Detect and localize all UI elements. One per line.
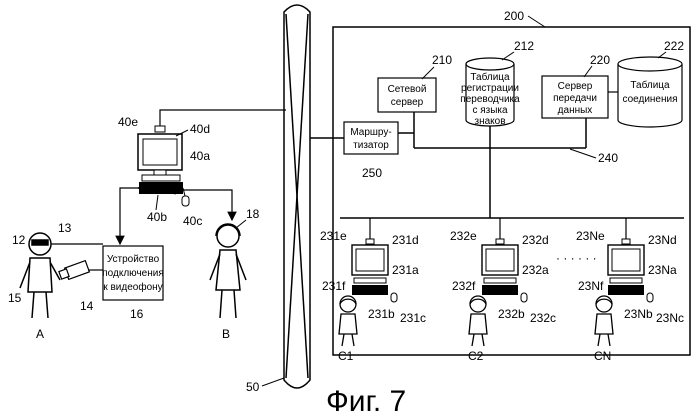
station-mouse-icon — [391, 293, 397, 302]
data-server-ref: 220 — [590, 53, 610, 67]
station-person-head — [470, 296, 486, 312]
station-person-body — [339, 314, 357, 334]
person-a-camera-ref: 14 — [80, 299, 94, 313]
person-a-body-ref: 15 — [8, 291, 22, 305]
station-mouse-icon — [647, 293, 653, 302]
camera-14-icon — [59, 261, 90, 280]
station-pc-icon — [484, 278, 516, 283]
terminal-display-ref: 40d — [190, 122, 210, 136]
conn-table-l2: соединения — [622, 94, 677, 105]
station-mouse-ref: 232c — [530, 311, 556, 325]
station-pc-ref: 232a — [522, 263, 549, 277]
station-person-label: CN — [594, 349, 611, 363]
person-a-glasses-ref: 13 — [58, 221, 72, 235]
reg-table-l5: знаков — [474, 116, 505, 127]
router-l1: Маршру- — [350, 127, 391, 138]
adapter-l2: подключения — [102, 268, 164, 279]
person-b-figure — [210, 224, 246, 318]
reg-table-l4: с языка — [472, 105, 508, 116]
figure-caption: Фиг. 7 — [326, 385, 406, 418]
station-display-ref: 23Nd — [648, 233, 677, 247]
router-ref: 250 — [362, 166, 382, 180]
station-camera-icon — [496, 239, 504, 244]
reg-table-l3: переводчика — [460, 94, 520, 105]
terminal-40 — [138, 126, 189, 206]
station-pc-icon — [610, 278, 642, 283]
system-ref: 200 — [504, 9, 524, 23]
station-display-ref: 232d — [522, 233, 549, 247]
web-server-ref: 210 — [432, 53, 452, 67]
conn-table-ref: 222 — [664, 39, 684, 53]
station-person-body — [595, 314, 613, 334]
station-mouse-ref: 231c — [400, 311, 426, 325]
terminal-pc-ref: 40a — [190, 149, 210, 163]
adapter-ref: 16 — [130, 307, 144, 321]
station-keyboard-icon — [608, 285, 644, 295]
terminal-cam-ref: 40e — [118, 115, 138, 129]
data-server-l3: данных — [558, 105, 593, 116]
station-person-head — [340, 296, 356, 312]
reg-table-l1: Таблица — [470, 71, 510, 83]
station-keyboard-ref: 232b — [498, 307, 525, 321]
station-pc-ref: 23Na — [648, 263, 677, 277]
data-server-l2: передачи — [553, 93, 597, 104]
person-a-head-ref: 12 — [12, 233, 26, 247]
station-mouse-ref: 23Nc — [656, 311, 684, 325]
station-person-leg — [608, 334, 610, 346]
station-cam-ref: 232e — [450, 229, 477, 243]
station-screen — [612, 249, 640, 271]
person-b-headset-ref: 18 — [246, 207, 260, 221]
station-person-leg — [352, 334, 354, 346]
web-server-l2: сервер — [391, 97, 424, 108]
web-server-l1: Сетевой — [388, 84, 427, 95]
station-camera-icon — [622, 239, 630, 244]
stations-ellipsis: · · · · · · — [556, 251, 597, 265]
conn-table-l1: Таблица — [630, 79, 670, 91]
station-person-head — [596, 296, 612, 312]
station-screen — [356, 249, 384, 271]
station-keyboard-icon — [482, 285, 518, 295]
data-server-l1: Сервер — [558, 81, 593, 92]
adapter-l1: Устройство — [107, 254, 160, 265]
station-person-leg — [342, 334, 344, 346]
operator-stations: 231e 231d 231a 231b 231c 231fC1 232e 232d 232a 23… — [320, 218, 684, 363]
station-headset-ref: 231f — [322, 279, 346, 293]
station-keyboard-ref: 23Nb — [624, 307, 653, 321]
network-ref: 50 — [246, 380, 260, 394]
station-person-body — [469, 314, 487, 334]
station-person-leg — [482, 334, 484, 346]
station-cam-ref: 23Ne — [576, 229, 605, 243]
station-cam-ref: 231e — [320, 229, 347, 243]
station-camera-icon — [366, 239, 374, 244]
station-mouse-icon — [521, 293, 527, 302]
station-person-leg — [598, 334, 600, 346]
reg-table-ref: 212 — [514, 39, 534, 53]
station-keyboard-ref: 231b — [368, 307, 395, 321]
person-a-label: A — [36, 327, 44, 341]
adapter-l3: к видеофону — [103, 281, 162, 293]
station-person-leg — [472, 334, 474, 346]
station-headset-ref: 23Nf — [578, 279, 604, 293]
person-b-label: B — [222, 327, 230, 341]
terminal-mouse-ref: 40c — [183, 214, 202, 228]
lan-ref: 240 — [598, 151, 618, 165]
station-pc-icon — [354, 278, 386, 283]
reg-table-l2: регистрации — [461, 83, 519, 94]
station-headset-ref: 232f — [452, 279, 476, 293]
station-person-label: C1 — [338, 349, 354, 363]
router-l2: тизатор — [353, 140, 389, 151]
network-50 — [284, 5, 310, 388]
station-keyboard-icon — [352, 285, 388, 295]
conn-table-cylinder — [618, 57, 682, 127]
person-a-figure — [20, 233, 60, 318]
station-pc-ref: 231a — [392, 263, 419, 277]
station-display-ref: 231d — [392, 233, 419, 247]
station-screen — [486, 249, 514, 271]
station-person-label: C2 — [468, 349, 484, 363]
terminal-keyboard-ref: 40b — [147, 210, 167, 224]
